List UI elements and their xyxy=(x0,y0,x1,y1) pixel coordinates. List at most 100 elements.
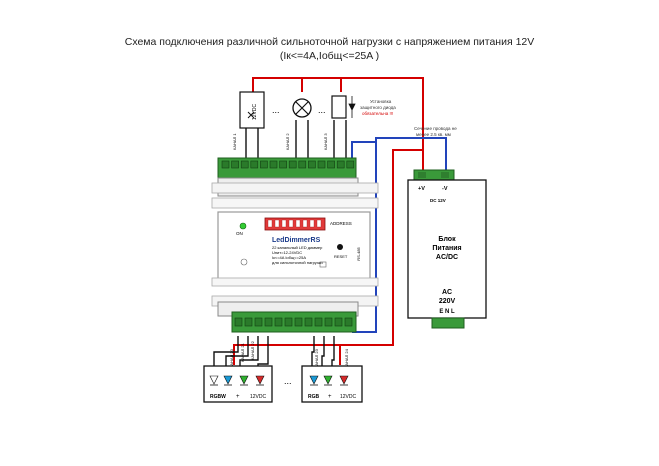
top-channel-3: КАНАЛ 3 xyxy=(323,133,328,150)
marking-icon xyxy=(319,261,327,268)
dip-key xyxy=(274,219,280,228)
led-icon xyxy=(209,375,219,385)
blue-ground-wire xyxy=(352,137,447,333)
led-icon xyxy=(323,375,333,385)
terminal-screw-icon xyxy=(298,160,307,169)
diode-note-line1: Установка xyxy=(370,99,392,104)
rgb-plus: + xyxy=(328,394,332,400)
led-icon xyxy=(255,375,265,385)
terminal-screw-icon xyxy=(304,317,313,327)
rgb-strip: RGB + 12VDC xyxy=(301,365,363,403)
psu-220v-label: 220V xyxy=(439,298,456,305)
rgbw-strip: RGBW + 12VDC xyxy=(203,365,273,403)
dip-key xyxy=(288,219,294,228)
terminal-screw-icon xyxy=(288,160,297,169)
terminal-screw-icon xyxy=(269,160,278,169)
address-dip-switch xyxy=(264,217,326,231)
terminal-screw-icon xyxy=(334,317,343,327)
max-current-line: Iк<=4A Iобщ<=25A xyxy=(272,255,306,260)
terminal-screw-icon xyxy=(264,317,273,327)
led-icon xyxy=(239,375,249,385)
dip-key xyxy=(302,219,308,228)
psu-name-3: AC/DC xyxy=(436,254,458,261)
controller-module: ON ADDRESS LedDimmerRS 22 канальный LED … xyxy=(211,197,379,287)
terminal-screw-icon xyxy=(284,317,293,327)
load-type-line: для сильноточной нагрузки xyxy=(272,260,323,265)
psu-name-1: Блок xyxy=(438,236,456,243)
dip-key xyxy=(309,219,315,228)
dip-key xyxy=(316,219,322,228)
brand-label: LedDimmerRS xyxy=(272,237,321,244)
diagram-subtitle: (Iк<=4A,Iобщ<=25A ) xyxy=(279,50,380,62)
ellipsis-loads-2: ... xyxy=(318,105,326,115)
rgb-dots: ... xyxy=(284,376,292,386)
bottom-channel-21: КАНАЛ 21 xyxy=(240,342,245,362)
top-channel-2: КАНАЛ 2 xyxy=(285,133,290,150)
led-icon xyxy=(223,375,233,385)
rgb-label: RGB xyxy=(308,394,320,400)
rgbw-label: RGBW xyxy=(210,394,226,400)
rs485-label: RS-485 xyxy=(356,246,361,260)
terminal-screw-icon xyxy=(317,160,326,169)
psu-dc-label: DC 12V xyxy=(430,198,446,203)
red-lower-feed xyxy=(339,149,423,365)
red-power-bus xyxy=(252,77,424,172)
led-icon xyxy=(339,375,349,385)
service-icon xyxy=(240,258,248,266)
address-label: ADDRESS xyxy=(330,221,352,226)
psu-minus-label: -V xyxy=(442,186,448,192)
wire-note-line1: Сечение провода не xyxy=(414,126,457,131)
reset-label: RESET xyxy=(334,254,348,259)
bottom-channel-20: КАНАЛ 20 xyxy=(229,348,234,368)
dip-key xyxy=(267,219,273,228)
led-load-module: 12VDC xyxy=(239,91,265,129)
terminal-screw-icon xyxy=(244,317,253,327)
diode-note-line2: защитного диода xyxy=(360,105,396,110)
terminal-screw-icon xyxy=(250,160,259,169)
rgb-vdc: 12VDC xyxy=(340,394,357,400)
diagram-title: Схема подключения различной сильноточной… xyxy=(124,36,535,48)
terminal-screw-icon xyxy=(294,317,303,327)
terminal-screw-icon xyxy=(221,160,230,169)
bottom-channel-22: КАНАЛ 22 xyxy=(250,340,255,360)
terminal-screw-icon xyxy=(274,317,283,327)
relay-coil-icon xyxy=(331,95,356,119)
psu-plus-label: +V xyxy=(418,186,425,192)
terminal-screw-icon xyxy=(260,160,268,169)
psu-name-2: Питания xyxy=(432,245,461,252)
power-supply-unit: +V -V DC 12V Блок Питания AC/DC AC 220V … xyxy=(407,169,487,329)
rgbw-plus: + xyxy=(236,394,240,400)
terminal-screw-icon xyxy=(231,160,239,169)
led-icon xyxy=(309,375,319,385)
psu-terminal-labels: E N L xyxy=(439,309,455,315)
terminal-screw-icon xyxy=(324,317,333,327)
psu-ac-label: AC xyxy=(442,289,452,296)
terminal-screw-icon xyxy=(254,317,263,327)
terminal-screw-icon xyxy=(327,160,335,169)
terminal-screw-icon xyxy=(308,160,316,169)
bottom-channel-23: КАНАЛ 23 xyxy=(314,348,319,368)
terminal-screw-icon xyxy=(336,160,345,169)
terminal-screw-icon xyxy=(240,160,249,169)
bottom-channel-24: КАНАЛ 24 xyxy=(344,348,349,368)
terminal-screw-icon xyxy=(346,160,355,169)
terminal-screw-icon xyxy=(234,317,243,327)
lamp-icon xyxy=(292,98,312,118)
ellipsis-loads: ... xyxy=(272,105,280,115)
on-led-icon xyxy=(239,222,247,230)
psu-ac-terminal-block xyxy=(431,317,465,329)
terminal-screw-icon xyxy=(314,317,323,327)
terminal-screw-icon xyxy=(279,160,287,169)
dip-key xyxy=(295,219,301,228)
top-channel-1: КАНАЛ 1 xyxy=(232,133,237,150)
top-terminal-module: CH1CH2CH3CH4CH5CH6CH7CH8CH9CH10CH11CH12V… xyxy=(211,157,379,197)
reset-button-icon xyxy=(337,244,343,250)
diode-note-line3: обязательна !!! xyxy=(362,111,393,116)
model-line: 22 канальный LED диммер xyxy=(272,245,323,250)
load-wires xyxy=(245,120,347,158)
rgbw-vdc: 12VDC xyxy=(250,394,267,400)
input-line: Uпит=12-24VDC xyxy=(272,250,302,255)
wire-note-line2: менее 2.5 кв. мм xyxy=(416,132,451,137)
dip-key xyxy=(281,219,287,228)
